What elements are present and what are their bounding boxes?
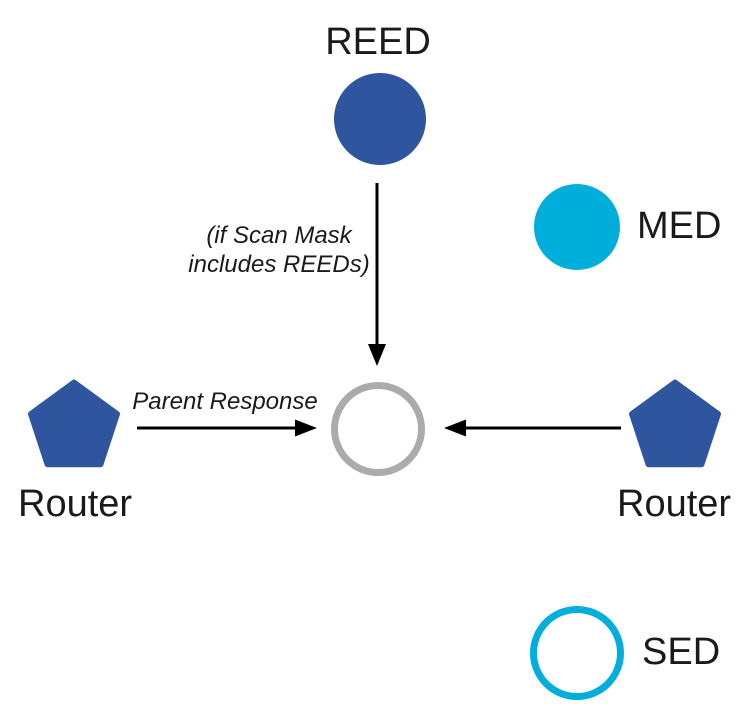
med-node-circle — [534, 184, 620, 270]
scan-mask-annotation: (if Scan Mask includes REEDs) — [188, 221, 369, 279]
router-right-label: Router — [617, 483, 732, 525]
med-label: MED — [637, 205, 722, 247]
reed-label: REED — [325, 21, 431, 63]
sed-label: SED — [642, 631, 721, 673]
parent-response-annotation: Parent Response — [132, 388, 318, 415]
sed-node-circle — [530, 606, 624, 700]
router-right-pentagon-shape — [629, 379, 721, 468]
reed-node-circle — [334, 73, 426, 165]
arrow-router-right-to-parent — [444, 419, 621, 437]
parent-node-circle — [331, 382, 425, 476]
arrow-router-left-to-parent — [137, 419, 317, 437]
scan-mask-annotation-line1: (if Scan Mask — [206, 222, 352, 249]
router-left-label: Router — [18, 483, 133, 525]
scan-mask-annotation-line2: includes REEDs) — [188, 251, 370, 278]
arrow-reed-to-parent — [368, 183, 386, 366]
router-left-pentagon-shape — [28, 379, 120, 468]
